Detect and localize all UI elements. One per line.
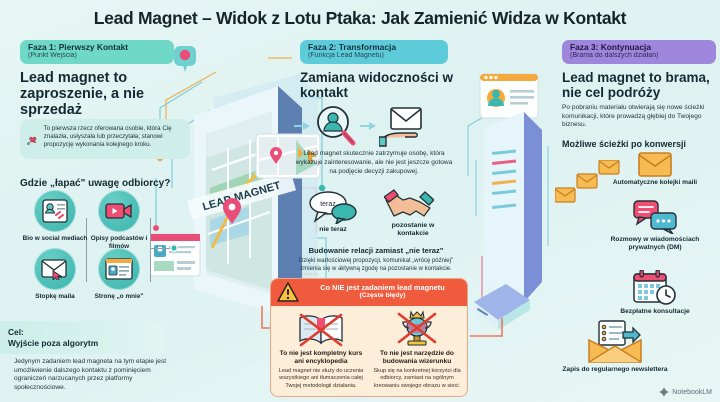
watermark: NotebookLM bbox=[659, 387, 712, 397]
phase3-badge: Faza 3: Kontynuacja (Brama do dalszych d… bbox=[562, 40, 716, 64]
crossed-book-icon bbox=[299, 313, 343, 347]
phase1-info-text: To pierwsza rzecz oferowana osobie, któr… bbox=[43, 125, 172, 149]
channel-label: Stronę „o mnie" bbox=[94, 293, 144, 300]
phase1-channels-heading: Gdzie „łapać" uwagę odbiorcy? bbox=[20, 178, 171, 189]
flow-arrow-2 bbox=[360, 121, 376, 131]
channel-node-podcast[interactable]: Opisy podcastów i filmów bbox=[82, 190, 156, 250]
path-node-email-queue[interactable]: Automatyczne kolejki maili bbox=[596, 152, 714, 187]
path-label: Automatyczne kolejki maili bbox=[612, 179, 698, 186]
about-page-icon bbox=[98, 248, 140, 290]
phase1-badge: Faza 1: Pierwszy Kontakt (Punkt Wejścia) bbox=[20, 40, 174, 64]
warning-header: Co NIE jest zadaniem lead magnetu (Częst… bbox=[271, 279, 467, 306]
calendar-clock-icon bbox=[633, 270, 676, 305]
path-label: Rozmowy w wiadomościach prywatnych (DM) bbox=[610, 236, 700, 252]
path-node-dm[interactable]: Rozmowy w wiadomościach prywatnych (DM) bbox=[596, 200, 714, 252]
channel-connector-mid bbox=[86, 218, 87, 282]
phase3-heading: Lead magnet to brama, nie cel podróży bbox=[562, 70, 710, 101]
warning-item-title: To nie jest narzędzie do budowania wizer… bbox=[380, 350, 454, 366]
phase1-info-card: To pierwsza rzecz oferowana osobie, któr… bbox=[20, 119, 190, 159]
channel-label: Bio w social mediach bbox=[22, 235, 88, 242]
channel-node-bio[interactable]: Bio w social mediach bbox=[18, 190, 92, 243]
profile-link-icon bbox=[34, 190, 76, 232]
phase2-relation-heading: Budowanie relacji zamiast „nie teraz" bbox=[308, 246, 444, 255]
warning-header-line2: (Częste błędy) bbox=[359, 292, 406, 300]
phase2-flow bbox=[294, 104, 431, 148]
phase2-body-text: Lead magnet skutecznie zatrzymuje osobę,… bbox=[295, 150, 453, 175]
envelope-icon bbox=[638, 152, 672, 177]
flow-arrow-1 bbox=[294, 121, 310, 131]
isometric-tablet-illustration bbox=[462, 56, 554, 356]
path-node-consultation[interactable]: Bezpłatne konsultacje bbox=[596, 270, 714, 316]
phase3-paths-heading: Możliwe ścieżki po konwersji bbox=[562, 139, 687, 149]
channel-connector-dot bbox=[170, 244, 178, 252]
warning-item-text: Lead magnet nie służy do uczenia wszystk… bbox=[278, 368, 364, 389]
bubble-label-right: pozostanie w kontakcie bbox=[391, 222, 435, 238]
phase3-badge-title: Faza 3: Kontynuacja bbox=[570, 42, 651, 52]
warning-triangle-icon bbox=[277, 282, 299, 302]
channel-label: Opisy podcastów i filmów bbox=[90, 235, 148, 250]
phase2-badge-title: Faza 2: Transformacja bbox=[308, 42, 396, 52]
bubble-text: teraz bbox=[320, 201, 336, 208]
isometric-phone-map-illustration: LEAD MAGNET bbox=[150, 38, 330, 348]
warning-body: To nie jest kompletny kurs ani encyklope… bbox=[271, 306, 467, 396]
goal-title: Wyjście poza algorytm bbox=[8, 337, 99, 348]
warning-header-line1: Co NIE jest zadaniem lead magnetu bbox=[320, 282, 445, 292]
phase1-goal-text: Jedynym zadaniem lead magneta na tym eta… bbox=[14, 358, 167, 392]
channel-connector-right bbox=[150, 218, 151, 282]
crossed-trophy-icon bbox=[397, 310, 437, 346]
handshake-icon bbox=[384, 188, 434, 220]
email-cursor-icon bbox=[34, 248, 76, 290]
channel-node-about-page[interactable]: Stronę „o mnie" bbox=[82, 248, 156, 301]
heart-in-hand-icon bbox=[27, 136, 37, 145]
warning-item: To nie jest kompletny kurs ani encyklope… bbox=[275, 310, 367, 390]
channel-connector-out bbox=[150, 248, 172, 249]
phase1-heading: Lead magnet to zaproszenie, a nie sprzed… bbox=[20, 70, 145, 119]
phase3-body-text: Po pobraniu materiału otwierają się nowe… bbox=[562, 104, 705, 129]
phase2-heading: Zamiana widoczności w kontakt bbox=[300, 70, 454, 101]
channel-label: Stopkę maila bbox=[35, 293, 75, 300]
notebooklm-logo-icon bbox=[659, 387, 670, 397]
warning-header-text: Co NIE jest zadaniem lead magnetu (Częst… bbox=[304, 282, 461, 301]
magnifier-person-icon bbox=[313, 104, 357, 148]
envelope-in-hand-icon bbox=[379, 104, 431, 148]
warning-item-title: To nie jest kompletny kurs ani encyklope… bbox=[279, 350, 363, 366]
video-camera-icon bbox=[98, 190, 140, 232]
chat-bubbles-icon bbox=[633, 200, 677, 234]
phase1-badge-subtitle: (Punkt Wejścia) bbox=[28, 52, 77, 60]
page-title: Lead Magnet – Widok z Lotu Ptaka: Jak Za… bbox=[93, 8, 627, 28]
path-label: Bezpłatne konsultacje bbox=[620, 308, 690, 315]
goal-label: Cel: bbox=[8, 327, 24, 337]
phase2-badge-subtitle: (Funkcja Lead Magnetu) bbox=[308, 52, 384, 60]
phase2-badge: Faza 2: Transformacja (Funkcja Lead Magn… bbox=[300, 40, 448, 64]
warning-item-text: Skup się na konkretnej korzyści dla odbi… bbox=[373, 368, 461, 389]
open-envelope-newsletter-icon bbox=[588, 320, 642, 363]
warning-box: Co NIE jest zadaniem lead magnetu (Częst… bbox=[270, 278, 468, 397]
bubble-label-left: nie teraz bbox=[319, 226, 347, 233]
phase2-relation-text: Dzięki wartościowej propozycji, komunika… bbox=[298, 258, 454, 273]
channel-node-email-footer[interactable]: Stopkę maila bbox=[18, 248, 92, 301]
watermark-label: NotebookLM bbox=[672, 388, 712, 396]
not-now-bubble-icon: teraz bbox=[306, 190, 358, 224]
envelope-trail-decoration bbox=[555, 160, 635, 210]
phase3-badge-subtitle: (Brama do dalszych działań) bbox=[570, 52, 659, 60]
phase1-badge-title: Faza 1: Pierwszy Kontakt bbox=[28, 42, 129, 52]
warning-item: To nie jest narzędzie do budowania wizer… bbox=[371, 310, 463, 390]
path-label: Zapis do regularnego newslettera bbox=[562, 366, 668, 373]
path-node-newsletter[interactable]: Zapis do regularnego newslettera bbox=[556, 320, 674, 374]
phase1-goal-card: Cel: Wyjście poza algorytm bbox=[0, 321, 166, 354]
